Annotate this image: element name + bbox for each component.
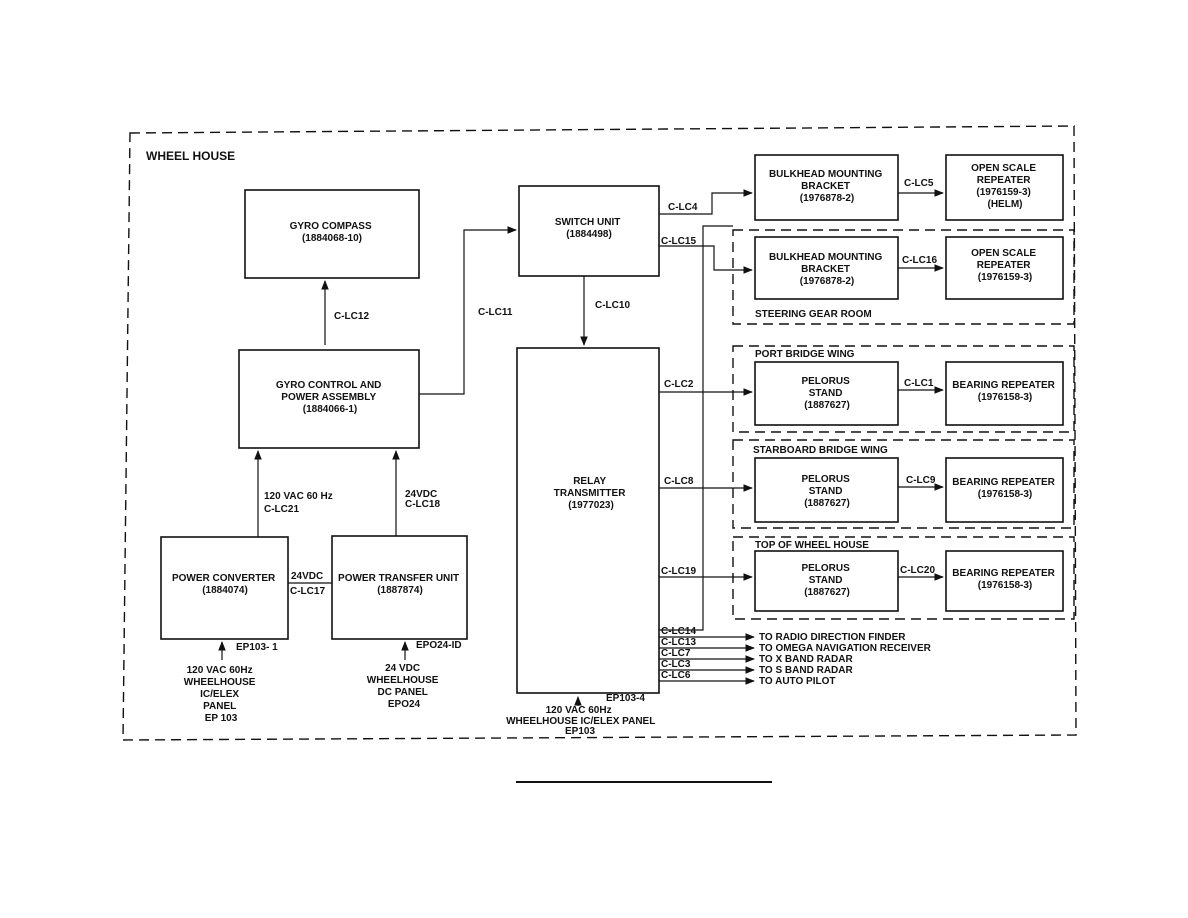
relay-transmitter-box — [516, 347, 660, 694]
cable-c-lc8-label: C-LC8 — [664, 476, 694, 487]
relay-transmitter-text: RELAY TRANSMITTER (1977023) — [554, 476, 628, 511]
cable-c-lc16-label: C-LC16 — [902, 255, 937, 266]
ep103-4-label: EP103-4 — [606, 693, 645, 704]
cable-c-lc15-label: C-LC15 — [661, 236, 696, 247]
cable-c-lc4-label: C-LC4 — [668, 202, 698, 213]
bulkhead-bracket-1-text: BULKHEAD MOUNTING BRACKET (1976878-2) — [769, 169, 885, 204]
output-s-band-radar: TO S BAND RADAR — [759, 665, 853, 676]
relay-source-label: 120 VAC 60Hz WHEELHOUSE IC/ELEX PANEL EP… — [506, 705, 658, 737]
cable-c-lc13-label: C-LC13 — [661, 637, 696, 648]
gyro-control-box — [238, 349, 420, 449]
starboard-bridge-wing-zone — [732, 439, 1075, 529]
cable-c-lc5-label: C-LC5 — [904, 178, 934, 189]
epo24-id-label: EPO24-ID — [416, 640, 462, 651]
output-radio-direction-finder: TO RADIO DIRECTION FINDER — [759, 632, 906, 643]
starboard-bridge-wing-label: STARBOARD BRIDGE WING — [753, 445, 888, 456]
dc-source-label: 24 VDC WHEELHOUSE DC PANEL EPO24 — [367, 663, 441, 710]
pelorus-starboard-box — [754, 457, 899, 523]
power-transfer-text: POWER TRANSFER UNIT (1887874) — [338, 573, 462, 596]
port-bridge-wing-zone — [732, 345, 1075, 433]
ep103-1-label: EP103- 1 — [236, 642, 278, 653]
bearing-repeater-starboard-box — [945, 457, 1064, 523]
power-converter-text: POWER CONVERTER (1884074) — [172, 573, 278, 596]
bearing-repeater-top-box — [945, 550, 1064, 612]
wire-c-lc15 — [659, 245, 753, 274]
cable-c-lc6-label: C-LC6 — [661, 670, 691, 681]
cable-c-lc12-label: C-LC12 — [334, 311, 369, 322]
cable-c-lc18-label: 24VDC C-LC18 — [405, 489, 440, 510]
open-scale-repeater-1-box — [945, 154, 1064, 221]
cable-c-lc21-label: 120 VAC 60 Hz C-LC21 — [264, 491, 336, 515]
top-of-wheel-house-label: TOP OF WHEEL HOUSE — [755, 540, 869, 551]
power-converter-box — [160, 536, 289, 640]
bulkhead-bracket-2-box — [754, 236, 899, 300]
bulkhead-bracket-1-box — [754, 154, 899, 221]
pelorus-starboard-text: PELORUS STAND (1887627) — [801, 474, 852, 509]
power-transfer-box — [331, 535, 468, 640]
wire-c-lc4 — [659, 189, 753, 215]
wheel-house-label: WHEEL HOUSE — [146, 149, 235, 163]
steering-gear-room-label: STEERING GEAR ROOM — [755, 309, 872, 320]
cable-c-lc17-label: 24VDC C-LC17 — [290, 571, 326, 597]
output-x-band-radar: TO X BAND RADAR — [759, 654, 853, 665]
gyro-control-text: GYRO CONTROL AND POWER ASSEMBLY (1884066… — [276, 380, 384, 415]
output-omega-navigation-receiver: TO OMEGA NAVIGATION RECEIVER — [759, 643, 932, 654]
open-scale-repeater-2-box — [945, 236, 1064, 300]
cable-c-lc7-label: C-LC7 — [661, 648, 691, 659]
wire-c-lc11 — [419, 226, 517, 395]
port-bridge-wing-label: PORT BRIDGE WING — [755, 349, 855, 360]
open-scale-repeater-2-text: OPEN SCALE REPEATER (1976159-3) — [971, 248, 1039, 283]
switch-unit-text: SWITCH UNIT (1884498) — [555, 217, 623, 240]
cable-c-lc9-label: C-LC9 — [906, 475, 936, 486]
cable-c-lc11-label: C-LC11 — [478, 307, 513, 318]
cable-c-lc1-label: C-LC1 — [904, 378, 934, 389]
pelorus-port-text: PELORUS STAND (1887627) — [801, 376, 852, 411]
cable-c-lc19-label: C-LC19 — [661, 566, 696, 577]
pelorus-top-box — [754, 550, 899, 612]
gyro-compass-box — [244, 189, 420, 279]
bearing-repeater-port-text: BEARING REPEATER (1976158-3) — [952, 380, 1057, 403]
bearing-repeater-starboard-text: BEARING REPEATER (1976158-3) — [952, 477, 1057, 500]
bearing-repeater-port-box — [945, 361, 1064, 426]
cable-c-lc2-label: C-LC2 — [664, 379, 694, 390]
switch-unit-box — [518, 185, 660, 277]
cable-c-lc14-label: C-LC14 — [661, 626, 696, 637]
ac-source-label: 120 VAC 60Hz WHEELHOUSE IC/ELEX PANEL EP… — [184, 665, 258, 724]
cable-c-lc3-label: C-LC3 — [661, 659, 691, 670]
pelorus-top-text: PELORUS STAND (1887627) — [801, 563, 852, 598]
cable-c-lc10-label: C-LC10 — [595, 300, 630, 311]
gyro-compass-text: GYRO COMPASS (1884068-10) — [290, 221, 375, 244]
pelorus-port-box — [754, 361, 899, 426]
open-scale-repeater-1-text: OPEN SCALE REPEATER (1976159-3) (HELM) — [971, 163, 1039, 210]
steering-gear-room-zone — [732, 229, 1075, 325]
wheel-house-boundary — [122, 125, 1077, 741]
output-auto-pilot: TO AUTO PILOT — [759, 676, 835, 687]
wire-c-lc14 — [659, 225, 733, 631]
bulkhead-bracket-2-text: BULKHEAD MOUNTING BRACKET (1976878-2) — [769, 252, 885, 287]
top-of-wheel-house-zone — [732, 536, 1075, 620]
bearing-repeater-top-text: BEARING REPEATER (1976158-3) — [952, 568, 1057, 591]
cable-c-lc20-label: C-LC20 — [900, 565, 935, 576]
